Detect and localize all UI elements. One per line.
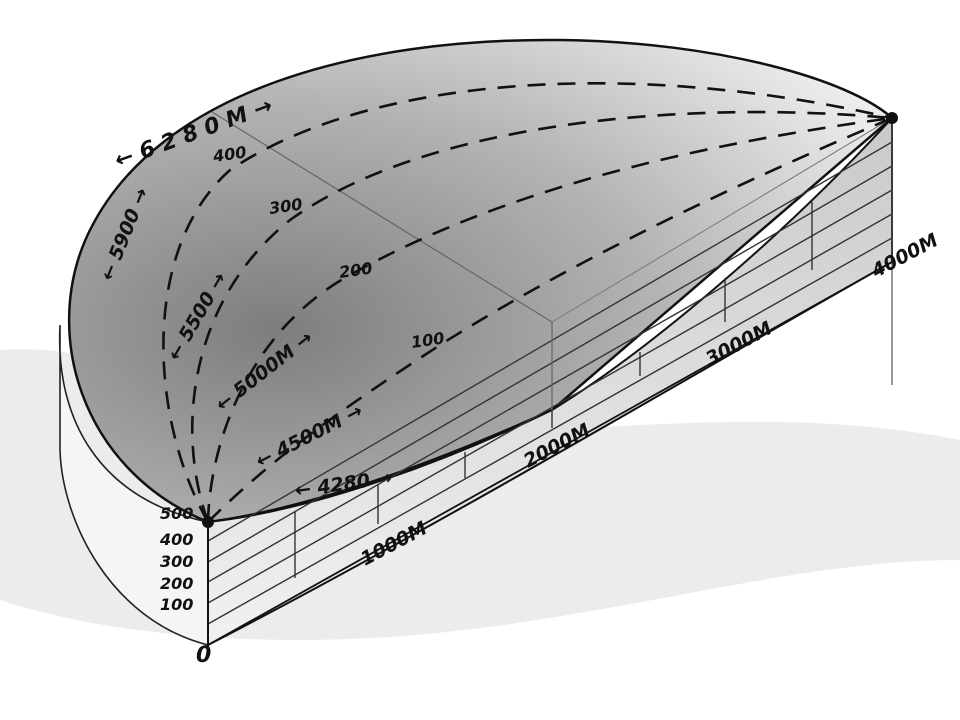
trajectory-5000	[206, 116, 893, 523]
trajectory-4500	[207, 116, 893, 523]
trajectory-5900	[162, 82, 893, 523]
scale-400: 400	[159, 530, 193, 549]
scale-500: 500	[160, 504, 193, 523]
scale-200: 200	[160, 574, 193, 593]
max-trajectory-surface	[67, 38, 894, 524]
height-mark-400: 400	[211, 142, 248, 166]
height-mark-300: 300	[268, 194, 304, 217]
horizon-line	[551, 117, 893, 323]
elevation-profile-band	[207, 115, 893, 647]
height-mark-100: 100	[410, 328, 446, 351]
scale-300: 300	[160, 552, 193, 571]
ground-line	[207, 261, 893, 646]
height-mark-200: 200	[338, 258, 374, 281]
scale-100: 100	[160, 595, 193, 614]
elevation-hatching	[207, 141, 893, 625]
launch-point	[202, 516, 214, 528]
target-point	[886, 112, 898, 124]
scale-0: 0	[196, 643, 211, 668]
